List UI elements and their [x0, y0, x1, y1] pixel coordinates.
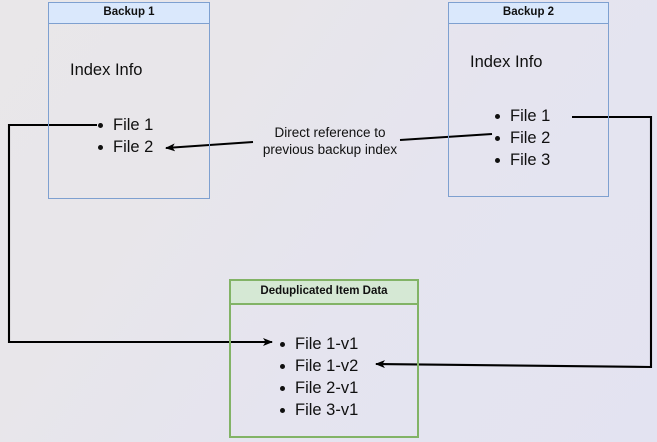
backup2-index-info-label: Index Info — [470, 53, 543, 71]
list-item: File 2-v1 — [277, 377, 358, 399]
list-item: File 2 — [492, 127, 550, 149]
backup1-file-list: File 1 File 2 — [95, 114, 153, 158]
annotation-line-1: Direct reference to — [274, 125, 386, 140]
list-item: File 3 — [492, 149, 550, 171]
dedup-header: Deduplicated Item Data — [231, 281, 417, 305]
list-item: File 2 — [95, 136, 153, 158]
dedup-file-list: File 1-v1 File 1-v2 File 2-v1 File 3-v1 — [277, 333, 358, 421]
list-item: File 1 — [492, 105, 550, 127]
backup2-file-list: File 1 File 2 File 3 — [492, 105, 550, 171]
list-item: File 1-v2 — [277, 355, 358, 377]
deduplicated-item-data-box[interactable]: Deduplicated Item Data File 1-v1 File 1-… — [229, 279, 419, 438]
list-item: File 1-v1 — [277, 333, 358, 355]
connector-backup2-to-dedup — [375, 115, 653, 369]
backup1-box[interactable]: Backup 1 Index Info File 1 File 2 — [48, 2, 210, 199]
backup1-header: Backup 1 — [49, 3, 209, 24]
list-item: File 1 — [95, 114, 153, 136]
backup2-header: Backup 2 — [449, 3, 608, 24]
list-item: File 3-v1 — [277, 399, 358, 421]
backup2-box[interactable]: Backup 2 Index Info File 1 File 2 File 3 — [448, 2, 609, 197]
connector-backup2-to-backup1-right — [399, 132, 493, 142]
connector-backup1-to-dedup — [7, 123, 273, 346]
direct-reference-annotation: Direct reference to previous backup inde… — [255, 124, 405, 158]
annotation-line-2: previous backup index — [262, 142, 398, 157]
backup1-index-info-label: Index Info — [70, 61, 143, 79]
